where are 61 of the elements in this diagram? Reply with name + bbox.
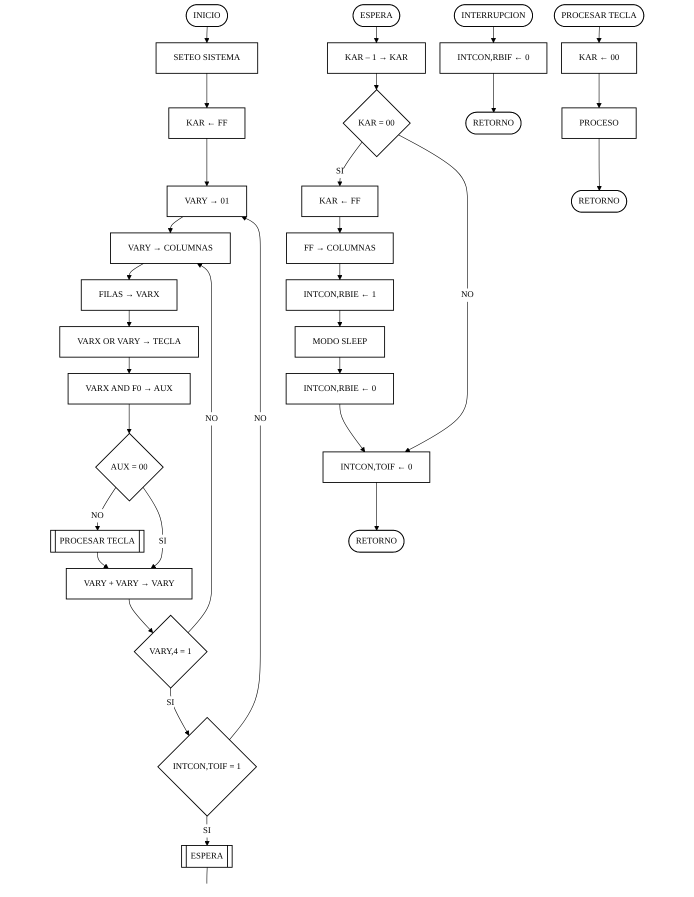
arrow <box>374 482 379 531</box>
arrow <box>596 73 602 108</box>
edge-label: NO <box>460 290 474 300</box>
node-diamond: INTCON,TOIF = 1 <box>157 716 257 817</box>
node-box: VARX OR VARY → TECLA <box>59 326 199 358</box>
node-box: VARY → 01 <box>166 186 247 218</box>
edge-label: SI <box>158 536 166 546</box>
node-box: INTCON,TOIF ← 0 <box>322 451 430 483</box>
arrow <box>126 356 132 374</box>
node-diamond: AUX = 00 <box>94 432 164 502</box>
arrow <box>128 598 153 634</box>
arrow <box>337 263 342 280</box>
edge-label: NO <box>90 510 104 520</box>
node-box: KAR – 1 → KAR <box>326 42 426 74</box>
node-diamond: VARY,4 = 1 <box>133 614 208 689</box>
node-box: VARY + VARY → VARY <box>66 568 192 600</box>
arrow <box>94 487 116 531</box>
node-box: KAR ← FF <box>168 107 246 139</box>
node-box: MODO SLEEP <box>294 326 385 358</box>
arrow <box>337 216 342 234</box>
node-box: INTCON,RBIF ← 0 <box>439 42 548 74</box>
arrow <box>187 263 212 634</box>
arrow <box>170 688 189 736</box>
arrow <box>228 216 260 740</box>
node-box: VARX AND F0 → AUX <box>67 373 190 404</box>
node-box: FF → COLUMNAS <box>286 232 394 264</box>
arrow <box>339 404 365 452</box>
node-box: INTCON,RBIE ← 0 <box>285 373 394 404</box>
edge-label: NO <box>254 414 266 424</box>
arrow <box>490 26 496 44</box>
arrow <box>168 216 184 234</box>
node-box: SETEO SISTEMA <box>155 42 258 74</box>
node-box: PROCESO <box>561 107 636 139</box>
arrow <box>126 404 132 434</box>
edge-label: NO <box>205 414 218 424</box>
connector <box>206 867 208 884</box>
arrow <box>97 552 108 569</box>
edge-label: SI <box>166 698 174 708</box>
arrow <box>596 26 602 44</box>
node-box: VARY → COLUMNAS <box>110 232 230 264</box>
arrow <box>374 26 379 44</box>
arrow <box>398 134 468 452</box>
arrow <box>596 138 602 191</box>
edge-label: SI <box>336 166 344 176</box>
arrow <box>337 356 342 374</box>
node-diamond: KAR = 00 <box>342 89 411 158</box>
arrow <box>142 486 163 569</box>
arrow <box>337 142 362 186</box>
node-box: FILAS → VARX <box>80 279 178 311</box>
arrow <box>204 26 210 44</box>
edge-label: SI <box>202 826 211 836</box>
arrow <box>337 310 342 327</box>
node-box: KAR ← 00 <box>560 42 637 74</box>
arrow <box>204 138 210 186</box>
arrow <box>204 73 210 108</box>
node-box: INTCON,RBIE ← 1 <box>285 279 394 311</box>
arrow <box>490 73 496 113</box>
arrow <box>374 73 379 90</box>
arrow <box>126 310 132 327</box>
arrow <box>126 263 144 280</box>
node-box: KAR ← FF <box>301 186 378 218</box>
